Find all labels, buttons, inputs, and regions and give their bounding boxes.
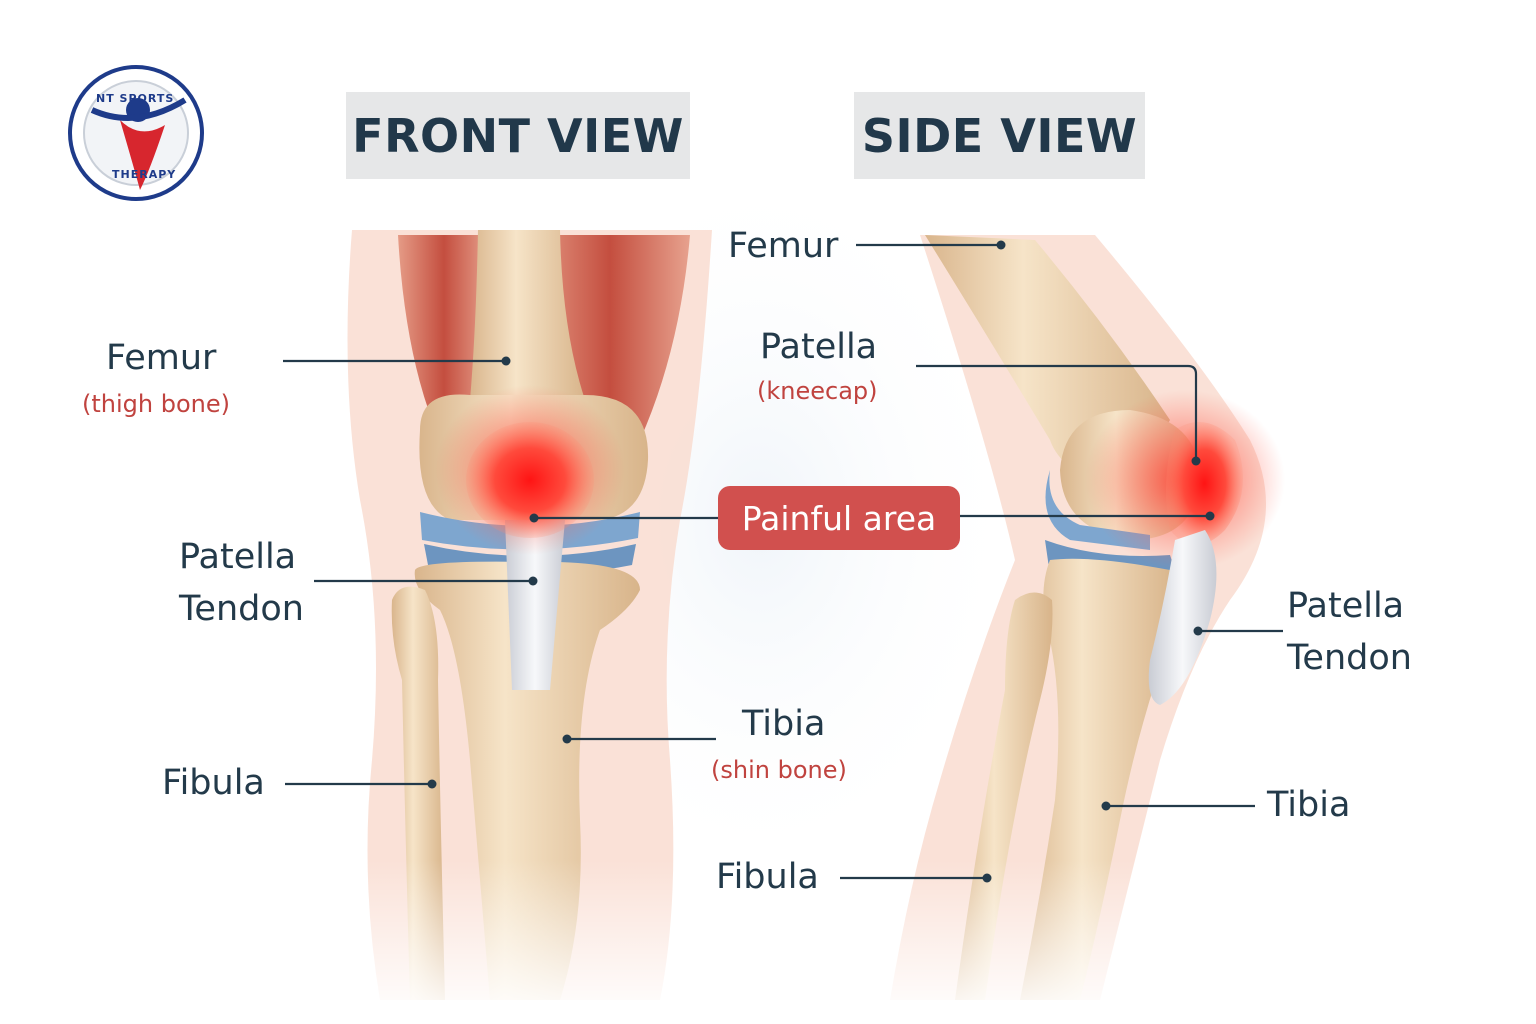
front-pain-dot [529,513,539,523]
front-patella-tendon [505,520,565,690]
side-femur-dot [996,240,1006,250]
side-view-illustration [880,235,1285,1020]
side-meniscus [1045,470,1150,550]
side-fibula-label: Fibula [716,857,819,897]
side-fade [880,860,1280,1020]
front-patella-hotspot [466,422,594,538]
logo-text-bottom: THERAPY [112,168,177,181]
front-fade [340,860,730,1020]
front-view-illustration [340,230,730,1020]
side-patella-label: Patella [760,327,878,367]
side-patella-hotspot [1166,422,1243,545]
nt-sports-therapy-logo [68,65,204,201]
leader-dots [427,240,1215,883]
side-femur-label: Femur [728,226,839,266]
side-view-title: SIDE VIEW [854,92,1145,179]
side-patella-tendon [1148,530,1217,705]
side-tibia-label: Tibia [1267,785,1351,825]
front-fibula-label: Fibula [162,763,265,803]
front-tibia-note: (shin bone) [711,756,847,784]
front-tendon-label-line2: Tendon [179,589,304,629]
front-tendon-dot [528,576,538,586]
front-view-title: FRONT VIEW [346,92,690,179]
side-tendon-label-line2: Tendon [1287,638,1412,678]
side-patella-line [916,364,1198,461]
side-fibula-dot [982,873,992,883]
front-tendon-label-line1: Patella [179,537,297,577]
leader-lines [283,243,1283,880]
side-tibia-dot [1101,801,1111,811]
front-left-muscle [398,235,490,440]
front-tibia-dot [562,734,572,744]
front-fibula-dot [427,779,437,789]
front-femur [470,230,585,400]
front-femur-note: (thigh bone) [82,390,230,418]
side-tendon-dot [1193,626,1203,636]
side-patella-note: (kneecap) [757,377,878,405]
front-tibia [414,561,640,1000]
front-femur-dot [501,356,511,366]
side-pain-dot [1205,511,1215,521]
painful-area-badge: Painful area [718,486,960,550]
logo-text-top: NT SPORTS [96,92,175,105]
side-patella-dot [1191,456,1201,466]
side-tendon-label-line1: Patella [1287,586,1405,626]
front-tibia-label: Tibia [742,704,826,744]
front-femur-label: Femur [106,338,217,378]
